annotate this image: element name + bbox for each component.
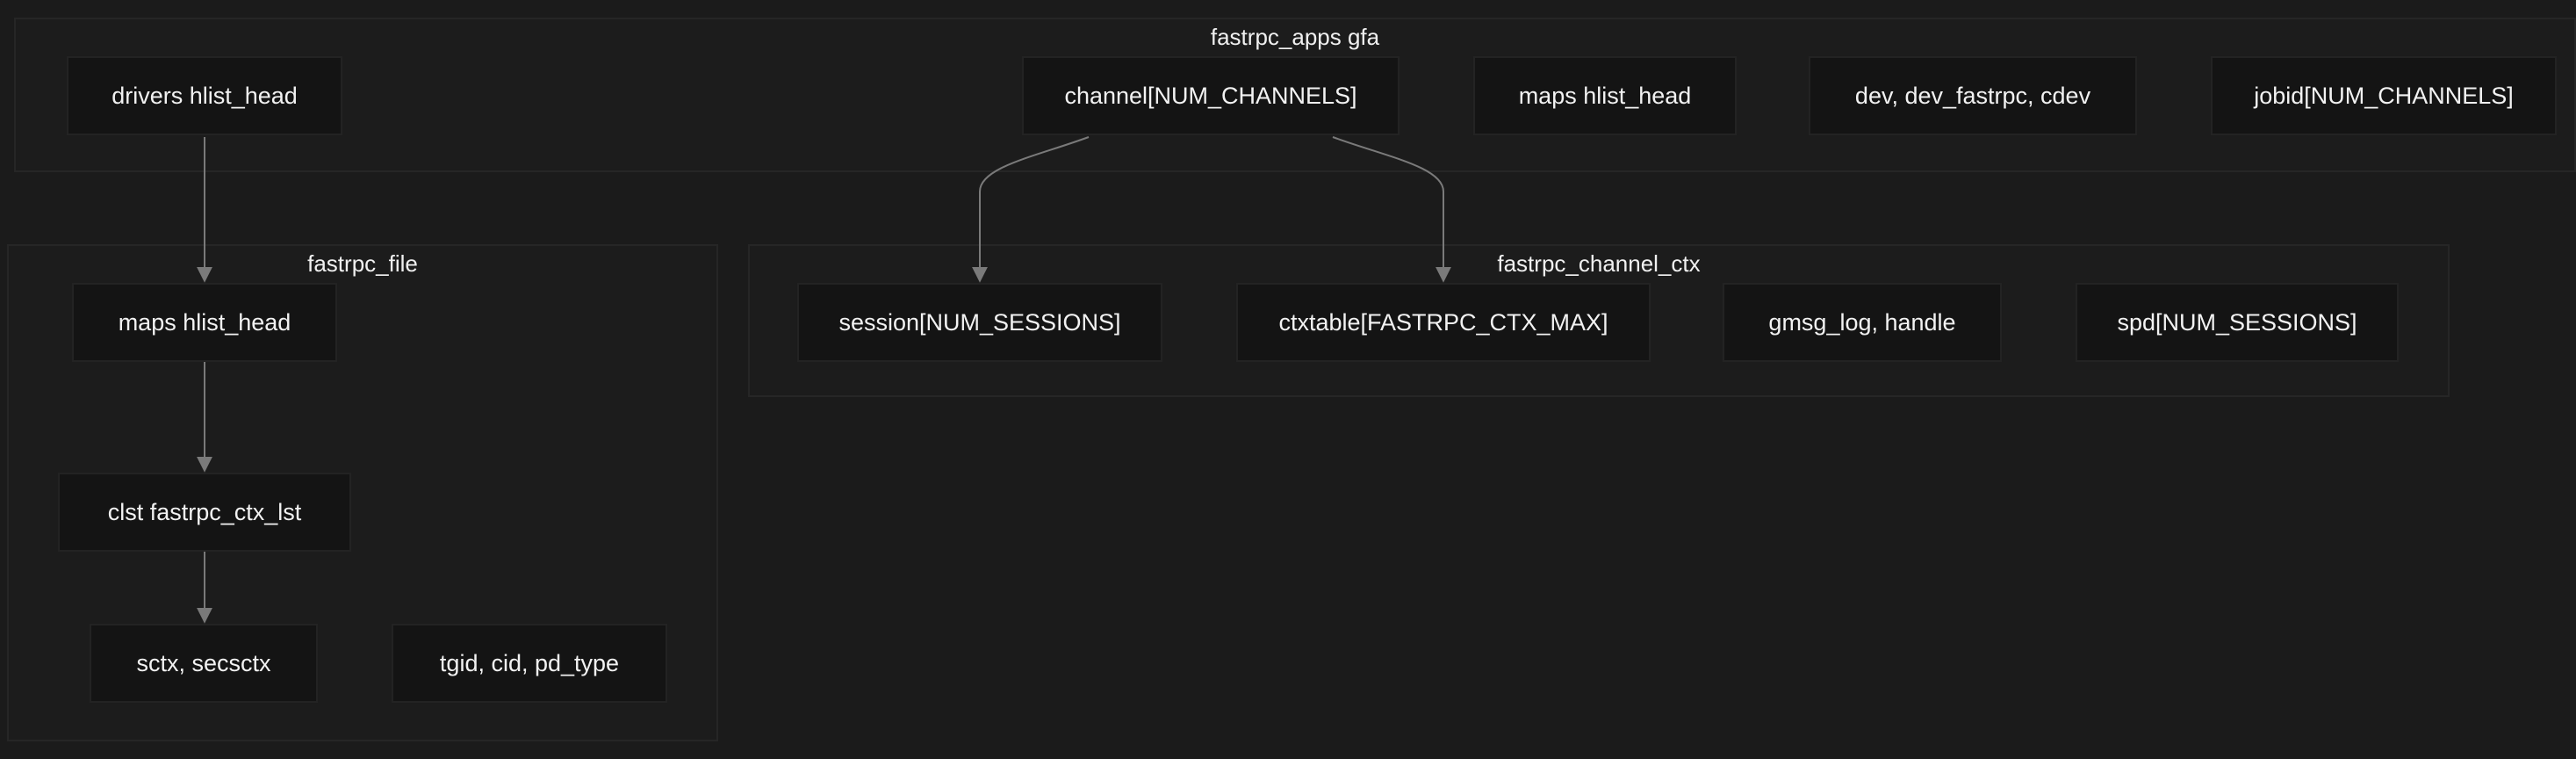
node-clst-fastrpc-ctx-lst[interactable]: clst fastrpc_ctx_lst (58, 473, 351, 552)
node-apps-maps-hlist-head[interactable]: maps hlist_head (1473, 56, 1737, 135)
node-jobid-array[interactable]: jobid[NUM_CHANNELS] (2211, 56, 2557, 135)
cluster-title-fastrpc-channel-ctx: fastrpc_channel_ctx (1497, 250, 1701, 277)
node-channel-array[interactable]: channel[NUM_CHANNELS] (1022, 56, 1400, 135)
node-drivers-hlist-head[interactable]: drivers hlist_head (67, 56, 342, 135)
cluster-title-fastrpc-file: fastrpc_file (307, 250, 418, 277)
node-sctx-secsctx[interactable]: sctx, secsctx (90, 624, 318, 703)
node-dev-fastrpc-cdev[interactable]: dev, dev_fastrpc, cdev (1809, 56, 2137, 135)
node-file-maps-hlist-head[interactable]: maps hlist_head (72, 283, 337, 362)
node-tgid-cid-pd-type[interactable]: tgid, cid, pd_type (392, 624, 667, 703)
node-gmsg-log-handle[interactable]: gmsg_log, handle (1723, 283, 2002, 362)
node-spd-array[interactable]: spd[NUM_SESSIONS] (2076, 283, 2399, 362)
node-ctxtable-array[interactable]: ctxtable[FASTRPC_CTX_MAX] (1236, 283, 1651, 362)
cluster-title-fastrpc-apps: fastrpc_apps gfa (1210, 24, 1380, 50)
node-session-array[interactable]: session[NUM_SESSIONS] (797, 283, 1162, 362)
